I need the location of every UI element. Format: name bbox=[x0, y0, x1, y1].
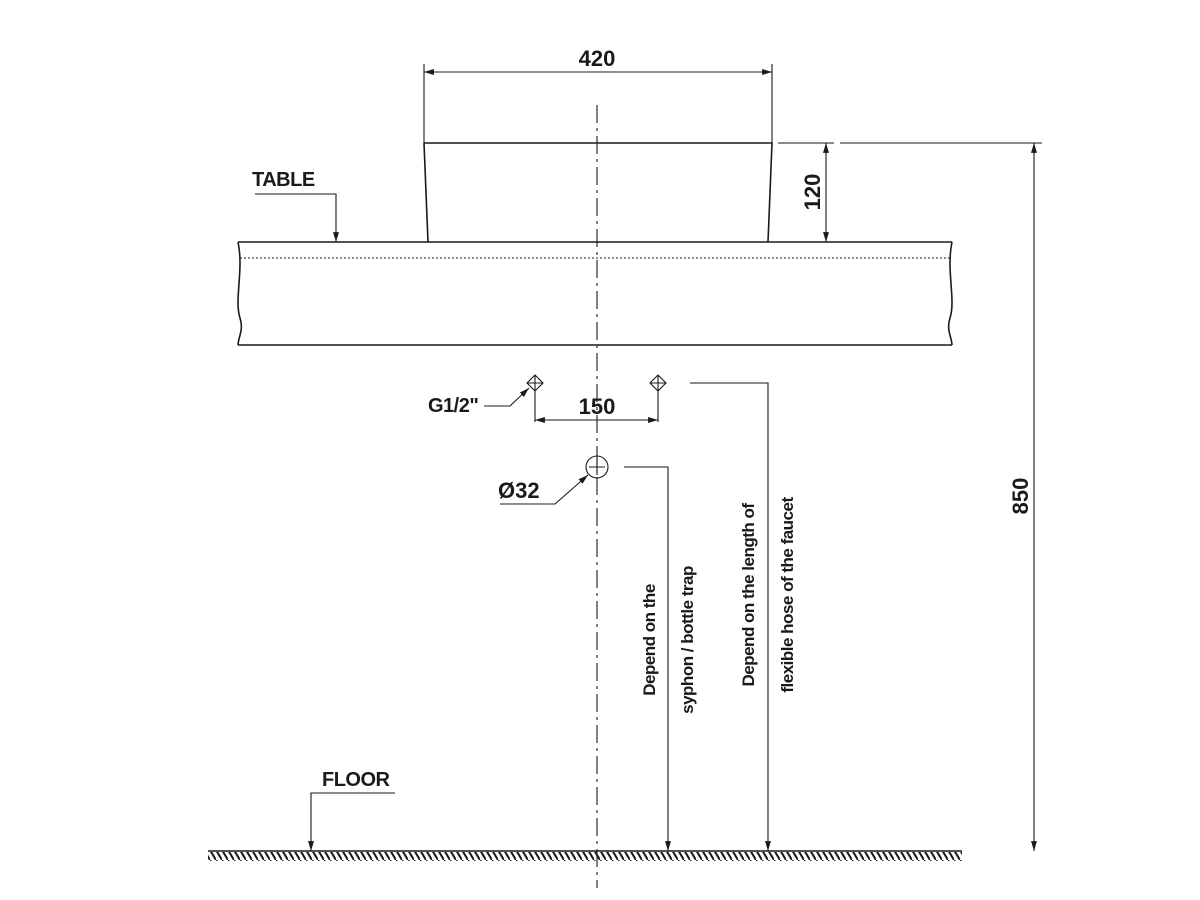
basin-width-value: 420 bbox=[579, 46, 616, 71]
valve-note-line2: flexible hose of the faucet bbox=[778, 497, 797, 693]
basin-height-value: 120 bbox=[800, 174, 825, 211]
table-leader bbox=[255, 193, 339, 242]
valve-height-dimension bbox=[690, 382, 771, 851]
valve-spacing-dimension: 150 bbox=[534, 391, 659, 423]
basin-height-dimension: 120 bbox=[778, 142, 834, 242]
drain-outlet bbox=[585, 455, 609, 479]
drain-diameter-label: Ø32 bbox=[498, 478, 540, 503]
drain-note-line1: Depend on the bbox=[640, 584, 659, 696]
valve-note-line1: Depend on the length of bbox=[739, 503, 758, 687]
valve-spacing-value: 150 bbox=[579, 394, 616, 419]
drain-leader bbox=[500, 474, 589, 505]
total-height-dimension: 850 bbox=[840, 142, 1042, 851]
floor-line bbox=[208, 850, 962, 861]
valve-thread-label: G1/2" bbox=[428, 395, 478, 417]
table-top bbox=[237, 241, 953, 346]
total-height-value: 850 bbox=[1008, 478, 1033, 515]
water-valve-right bbox=[649, 374, 667, 392]
floor-leader bbox=[308, 792, 395, 851]
drain-note-line2: syphon / bottle trap bbox=[678, 566, 697, 714]
basin-width-dimension: 420 bbox=[423, 46, 773, 143]
basin-outline bbox=[423, 142, 773, 243]
water-valve-left bbox=[526, 374, 544, 392]
floor-label: FLOOR bbox=[322, 769, 391, 791]
table-label: TABLE bbox=[252, 169, 315, 191]
drain-height-dimension bbox=[624, 466, 671, 851]
valve-thread-leader bbox=[484, 387, 530, 407]
